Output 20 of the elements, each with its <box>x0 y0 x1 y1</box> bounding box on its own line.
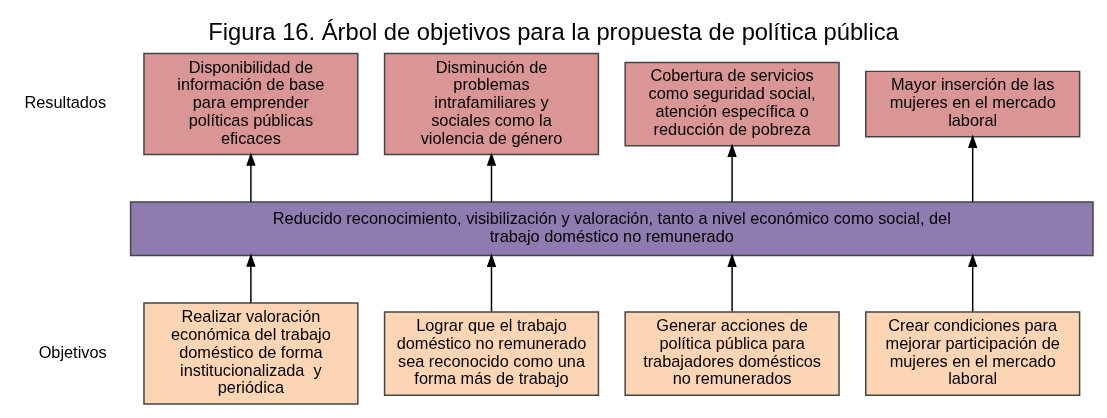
label: Objetivos <box>38 342 107 361</box>
arrow <box>246 252 256 304</box>
arrow <box>968 134 978 202</box>
label: Resultados <box>24 92 107 111</box>
node-box: Reducido reconocimiento, visibilización y valoración, tanto a nivel económico como social, del trabajo doméstico no remunerado <box>129 200 1094 256</box>
arrow <box>486 253 497 312</box>
node-box: Lograr que el trabajo doméstico no remunerado sea reconocido como una forma más de trabajo <box>383 310 600 396</box>
node-box: Generar acciones de política pública para trabajadores domésticos no remunerados <box>624 310 840 396</box>
arrow <box>486 151 497 202</box>
arrow <box>968 253 978 312</box>
node-box: Crear condiciones para mejorar participación de mujeres en el mercado laboral <box>865 310 1081 396</box>
arrow <box>246 151 256 202</box>
node-box: Cobertura de servicios como seguridad social, atención específica o reducción de pobreza <box>624 61 840 146</box>
arrow <box>727 143 737 202</box>
diagram-title: Figura 16. Árbol de objetivos para la propuesta de política pública <box>208 17 899 45</box>
node-box: Realizar valoración económica del trabajo doméstico de forma institucionalizada y periódica <box>143 301 359 405</box>
node-box: Disponibilidad de información de base para emprender políticas públicas eficaces <box>143 52 359 155</box>
arrow <box>727 253 737 312</box>
node-box: Disminución de problemas intrafamiliares y sociales como la violencia de género <box>383 52 600 155</box>
node-box: Mayor inserción de las mujeres en el mercado laboral <box>865 70 1081 137</box>
